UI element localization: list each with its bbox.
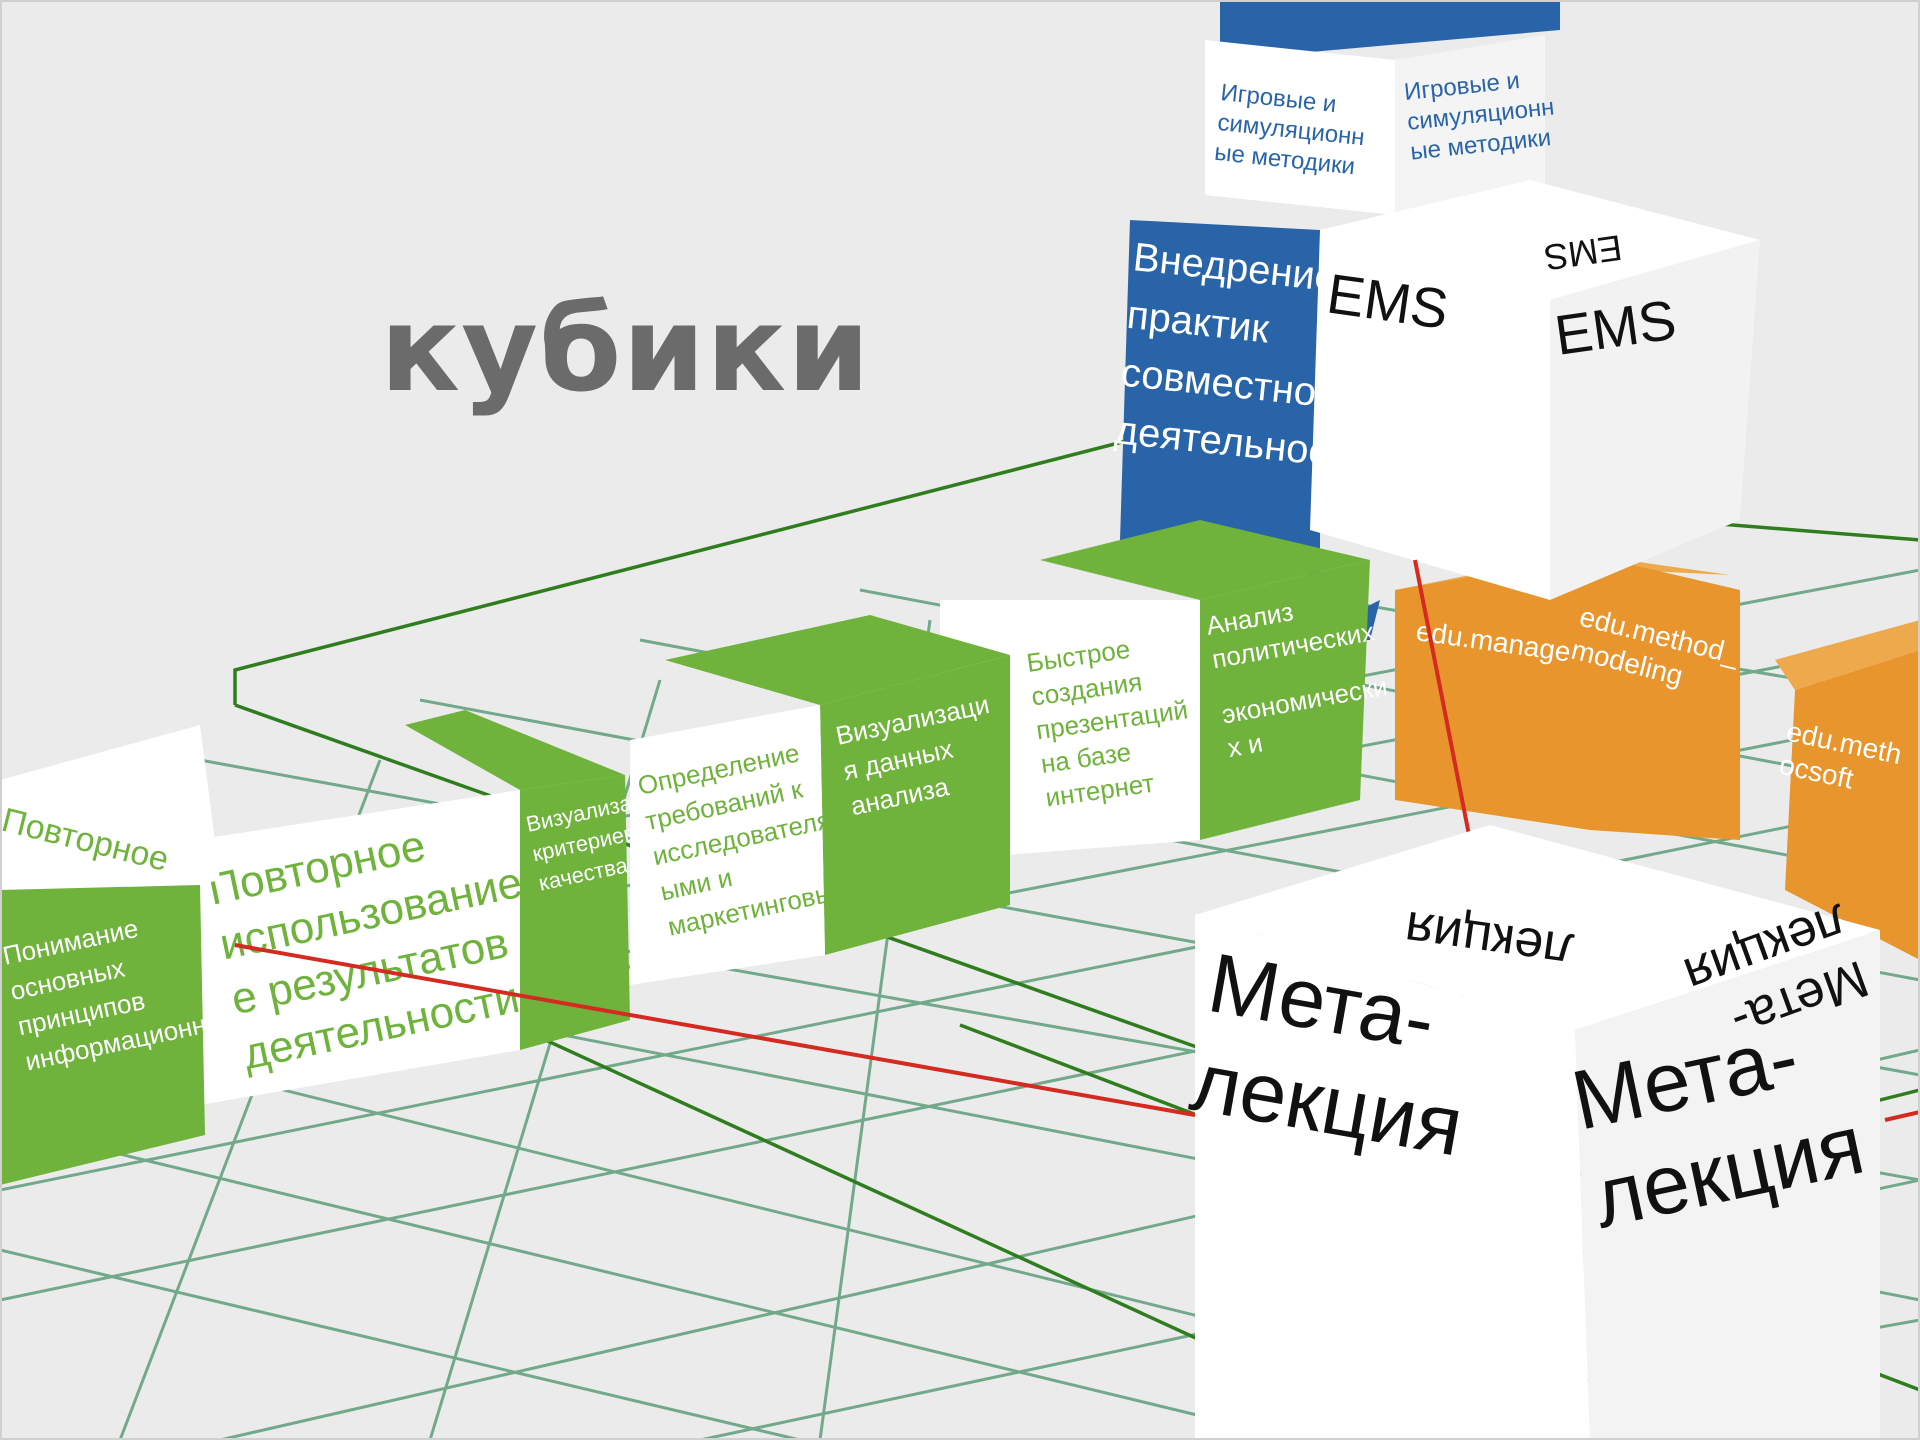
green-cube-2[interactable]: Повторное использование е результатов де… — [195, 710, 688, 1105]
blue-cube[interactable]: Игровые и симуляционн ые методики Игровы… — [1113, 0, 1566, 640]
green-cube-3[interactable]: Определение требований к исследователям … — [630, 615, 1014, 985]
orange-cube-3[interactable]: edu.meth ocsoft — [1775, 620, 1920, 960]
orange-cube-2[interactable]: edu.method_ modeling — [1568, 555, 1750, 840]
link-lines — [234, 559, 1920, 1122]
green-cube-1[interactable]: Повторное Понимание основных принципов и… — [0, 725, 237, 1185]
slide-title: кубики — [380, 280, 871, 418]
meta-lecture-cube[interactable]: Мета- лекция Мета- лекция Мета- лекция л… — [1185, 825, 1880, 1440]
ems-cube[interactable]: EMS EMS EMS — [1310, 180, 1760, 600]
orange-cube-1[interactable]: edu.manage — [1395, 555, 1730, 830]
